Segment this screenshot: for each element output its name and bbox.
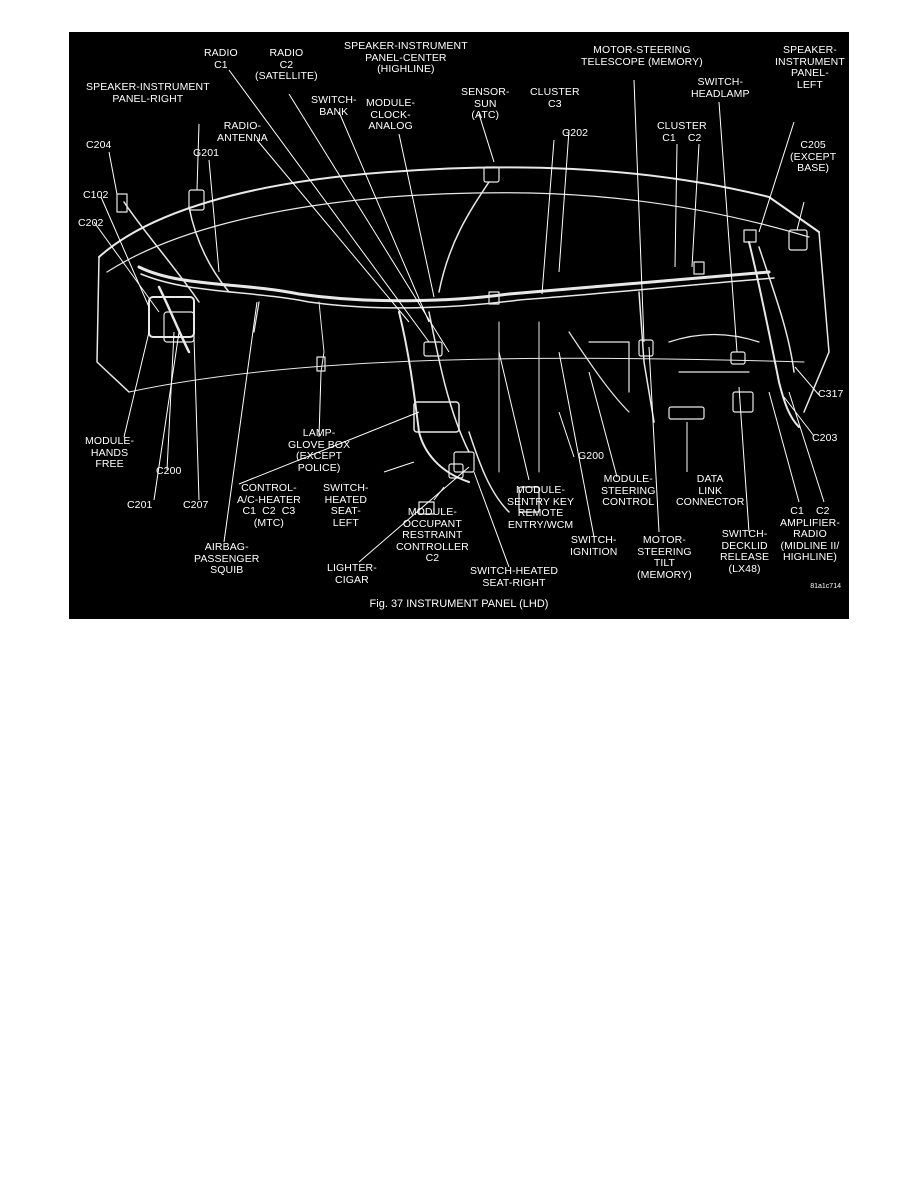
label-radio-c2: RADIO C2 (SATELLITE) bbox=[255, 47, 318, 82]
instrument-panel-figure: RADIO C1 RADIO C2 (SATELLITE) SPEAKER-IN… bbox=[69, 32, 849, 619]
label-module-steering-control: MODULE- STEERING CONTROL bbox=[601, 473, 656, 508]
label-speaker-center: SPEAKER-INSTRUMENT PANEL-CENTER (HIGHLIN… bbox=[344, 40, 468, 75]
label-radio-antenna: RADIO- ANTENNA bbox=[217, 120, 268, 144]
instrument-panel-drawing bbox=[93, 69, 830, 568]
dash-top-edge bbox=[98, 166, 820, 258]
label-c201: C201 bbox=[127, 499, 153, 511]
label-module-sentry: MODULE- SENTRY KEY REMOTE ENTRY/WCM bbox=[507, 484, 575, 531]
label-c202: C202 bbox=[78, 217, 104, 229]
label-g200: G200 bbox=[578, 450, 605, 462]
label-control-ac-heater: CONTROL- A/C-HEATER C1 C2 C3 (MTC) bbox=[237, 482, 301, 529]
label-c317: C317 bbox=[818, 388, 844, 400]
label-switch-heated-left: SWITCH- HEATED SEAT- LEFT bbox=[323, 482, 369, 529]
label-lighter-cigar: LIGHTER- CIGAR bbox=[327, 562, 377, 586]
label-c102: C102 bbox=[83, 189, 109, 201]
label-motor-telescope: MOTOR-STEERING TELESCOPE (MEMORY) bbox=[581, 44, 703, 68]
label-amplifier-radio: C1 C2 AMPLIFIER- RADIO (MIDLINE II/ HIGH… bbox=[780, 505, 840, 563]
label-switch-headlamp: SWITCH- HEADLAMP bbox=[691, 76, 750, 100]
label-c204: C204 bbox=[86, 139, 112, 151]
label-cluster-c3: CLUSTER C3 bbox=[530, 86, 580, 110]
label-module-clock: MODULE- CLOCK- ANALOG bbox=[366, 97, 416, 132]
label-lamp-glove-box: LAMP- GLOVE BOX (EXCEPT POLICE) bbox=[288, 427, 351, 474]
label-cluster-c1-c2: CLUSTER C1 C2 bbox=[657, 120, 707, 144]
label-motor-tilt: MOTOR- STEERING TILT (MEMORY) bbox=[637, 534, 692, 581]
figure-caption: Fig. 37 INSTRUMENT PANEL (LHD) bbox=[369, 598, 549, 610]
figure-code: 81a1c714 bbox=[810, 583, 841, 590]
label-radio-c1: RADIO C1 bbox=[204, 47, 238, 71]
label-c205: C205 (EXCEPT BASE) bbox=[790, 139, 837, 174]
label-c203: C203 bbox=[812, 432, 838, 444]
label-switch-heated-right: SWITCH-HEATED SEAT-RIGHT bbox=[470, 565, 559, 589]
label-switch-decklid: SWITCH- DECKLID RELEASE (LX48) bbox=[720, 528, 770, 575]
label-g202: G202 bbox=[562, 127, 589, 139]
label-airbag-passenger: AIRBAG- PASSENGER SQUIB bbox=[194, 541, 260, 576]
label-c207: C207 bbox=[183, 499, 209, 511]
label-data-link: DATA LINK CONNECTOR bbox=[676, 473, 745, 508]
label-switch-ignition: SWITCH- IGNITION bbox=[570, 534, 618, 558]
label-switch-bank: SWITCH- BANK bbox=[311, 94, 357, 118]
label-speaker-left: SPEAKER- INSTRUMENT PANEL- LEFT bbox=[775, 44, 845, 91]
label-sensor-sun: SENSOR- SUN (ATC) bbox=[461, 86, 510, 121]
label-module-occupant: MODULE- OCCUPANT RESTRAINT CONTROLLER C2 bbox=[396, 506, 469, 564]
label-speaker-right: SPEAKER-INSTRUMENT PANEL-RIGHT bbox=[86, 81, 210, 105]
label-c200: C200 bbox=[156, 465, 182, 477]
label-g201: G201 bbox=[193, 147, 220, 159]
label-module-hands-free: MODULE- HANDS FREE bbox=[85, 435, 135, 470]
